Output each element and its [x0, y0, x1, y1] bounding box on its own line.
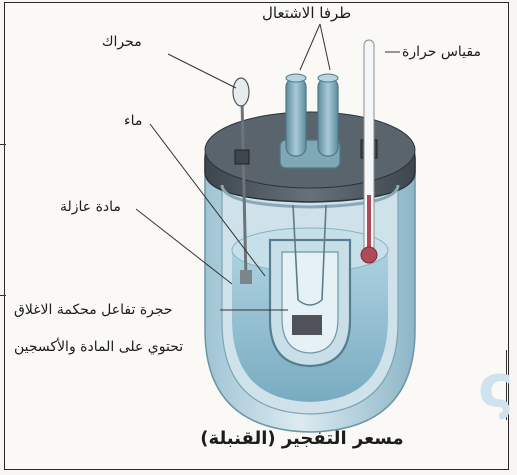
label-water: ماء [124, 114, 142, 128]
leader-stirrer [168, 54, 236, 88]
label-ignition-terminals: طرفا الاشتعال [262, 6, 351, 21]
figure-caption: مسعر التفجير (القنبلة) [182, 428, 422, 449]
sample-cup [292, 315, 322, 335]
leader-ignition-right [320, 24, 330, 70]
label-reaction-chamber-line2: تحتوي على المادة والأكسجين [14, 340, 183, 354]
label-stirrer: محراك [102, 35, 142, 49]
label-reaction-chamber-line1: حجرة تفاعل محكمة الاغلاق [14, 303, 173, 317]
label-thermometer: مقياس حرارة [402, 45, 481, 59]
leader-ignition-left [300, 24, 320, 70]
label-insulating-material: مادة عازلة [60, 200, 121, 214]
